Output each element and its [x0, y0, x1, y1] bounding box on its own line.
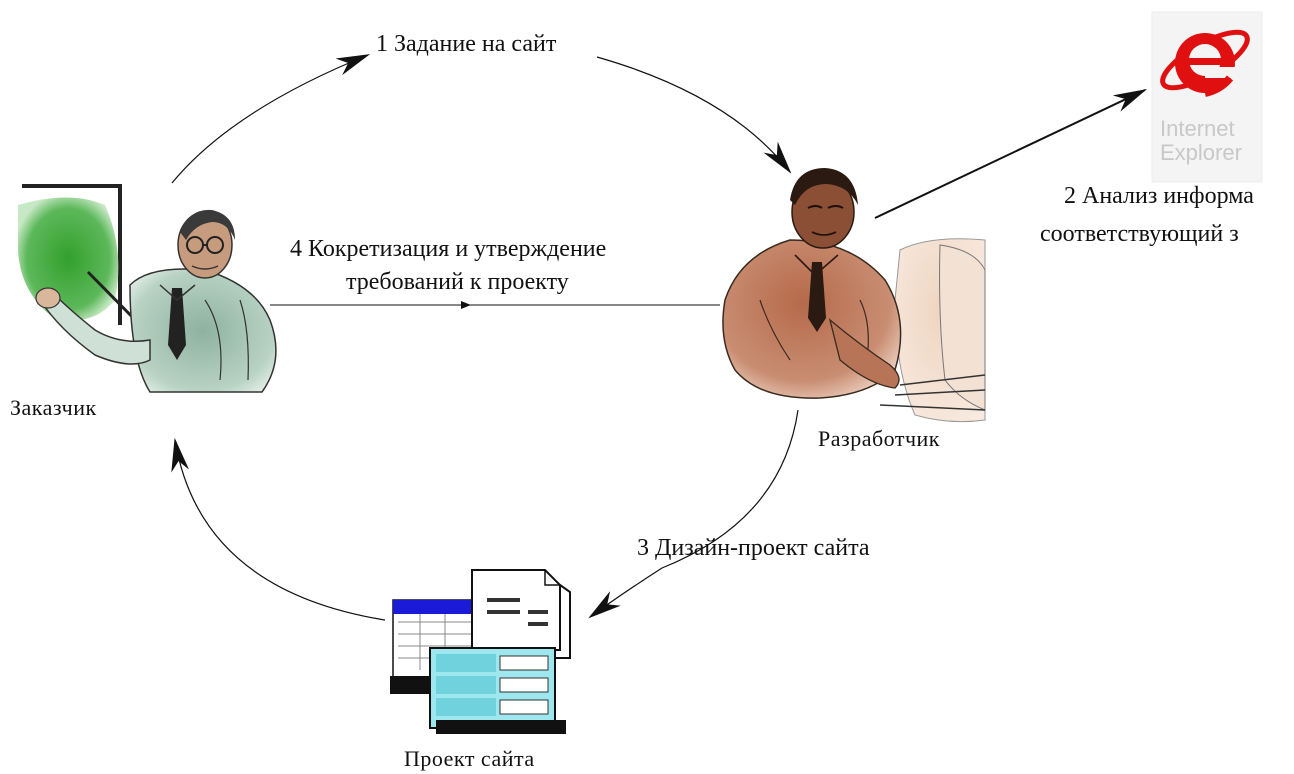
arrow-customer-to-task: [171, 54, 371, 184]
step-3-design-label: 3 Дизайн-проект сайта: [637, 535, 870, 561]
site-project-illustration: [390, 569, 571, 734]
arrow-developer-to-project: [588, 409, 799, 619]
board-frame: [22, 184, 122, 325]
customer-illustration: [18, 184, 277, 393]
ie-logo-text-line2: Explorer: [1160, 140, 1242, 165]
step-1-task-label: 1 Задание на сайт: [376, 31, 557, 57]
developer-label: Разработчик: [818, 426, 940, 451]
arrow-project-to-customer: [171, 437, 386, 621]
step-2-analysis-line2: соответствующий з: [1040, 221, 1239, 247]
project-label: Проект сайта: [404, 746, 535, 771]
step-4-requirements-line1: 4 Кокретизация и утверждение: [290, 236, 607, 262]
developer-illustration: [722, 168, 986, 423]
step-2-analysis-line1: 2 Анализ информа: [1064, 183, 1254, 209]
arrow-task-to-developer: [596, 56, 792, 174]
customer-body: [129, 268, 277, 393]
internet-explorer-logo: [1151, 11, 1263, 183]
ie-logo-text-line1: Internet: [1160, 116, 1235, 141]
board-green: [18, 197, 119, 320]
step-2-analysis-clip: 2 Анализ информа соответствующий з: [1040, 182, 1272, 252]
customer-label: Заказчик: [10, 395, 97, 420]
arrow-developer-to-ie: [874, 89, 1148, 219]
ie-e-icon: [1160, 29, 1250, 97]
step-4-requirements-line2: требований к проекту: [346, 269, 569, 295]
